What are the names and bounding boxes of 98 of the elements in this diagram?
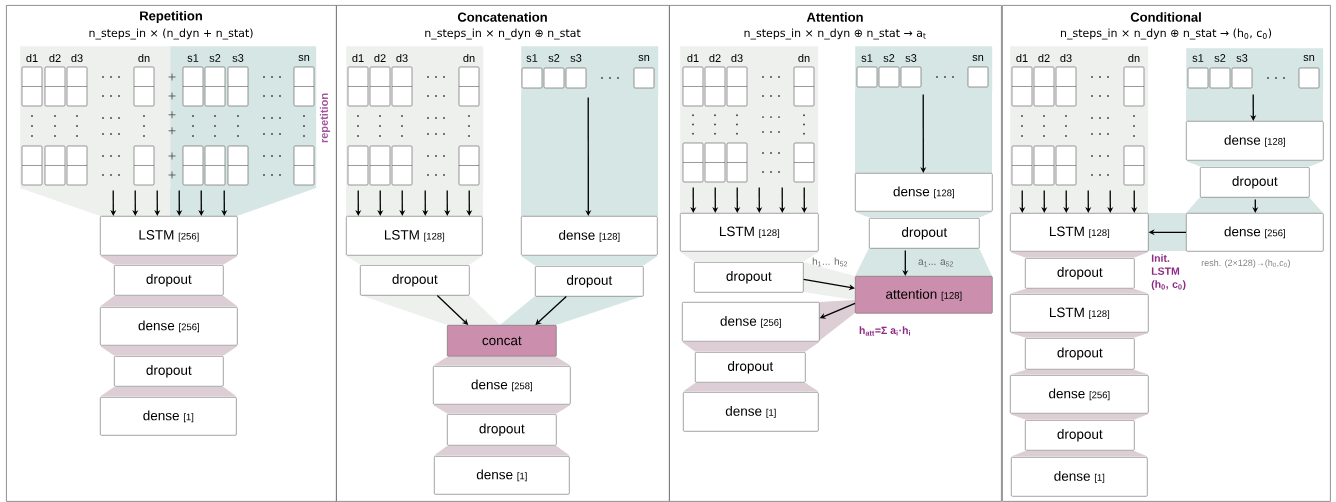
connector-band	[433, 357, 571, 366]
layer-box: LSTM [128]	[1010, 294, 1149, 333]
side-label: repetition	[319, 93, 331, 143]
column-label: s2	[1214, 54, 1226, 62]
note-label: resh. (2×128)→(h$_{0}$,c$_{0}$)	[1201, 259, 1290, 268]
connector-band	[1010, 370, 1149, 375]
panel-title: Conditional	[1130, 12, 1201, 22]
column-label: sn	[638, 55, 650, 61]
column-label: d3	[396, 53, 408, 63]
layer-box: dense [258]	[433, 366, 571, 405]
layer-box: dropout	[1025, 258, 1135, 289]
column-label: d1	[687, 53, 699, 63]
panel-subtitle: n_steps_in × n_dyn ⊕ n_stat → a$_{t}$	[744, 28, 926, 40]
column-label: d3	[731, 53, 743, 63]
connector-band	[1186, 161, 1324, 167]
column-label: d2	[1038, 53, 1050, 63]
column-label: s1	[526, 54, 538, 62]
layer-box: dropout	[447, 414, 557, 446]
layer-box: dense [128]	[521, 216, 658, 256]
layer-box: dense [1]	[100, 397, 237, 436]
connector-band	[100, 346, 238, 356]
connector-band	[346, 256, 483, 265]
column-label: s1	[187, 54, 199, 62]
connector-band	[100, 296, 238, 307]
column-label: s1	[861, 54, 873, 62]
layer-box: dense [1]	[683, 392, 819, 432]
layer-box: dense [256]	[1010, 375, 1149, 414]
column-label: d1	[26, 53, 38, 63]
column-label: d3	[71, 53, 83, 63]
panel-subtitle: n_steps_in × n_dyn ⊕ n_stat → (h$_{0}$, c$_{0}$)	[1061, 28, 1272, 40]
connector-band	[433, 405, 571, 414]
layer-box: dropout	[360, 265, 470, 296]
edge-label: a$_{1}$... a$_{52}$	[918, 259, 954, 267]
connector-band	[1010, 252, 1149, 258]
panel-title: Concatenation	[457, 12, 547, 22]
connector-band	[1010, 414, 1149, 420]
column-label: s3	[1236, 54, 1248, 62]
column-label: s2	[883, 54, 895, 62]
layer-box: dense [128]	[855, 173, 993, 212]
layer-box: attention [128]	[855, 276, 993, 314]
connector-band	[1011, 451, 1148, 457]
column-label: s3	[232, 54, 244, 62]
layer-box: dense [1]	[1011, 457, 1148, 497]
column-label: s2	[548, 54, 560, 62]
layer-box: dropout	[694, 262, 804, 293]
column-label: d2	[709, 53, 721, 63]
connector-band	[680, 252, 819, 262]
arrow	[535, 295, 567, 325]
column-label: s2	[209, 54, 221, 62]
connector-band	[1010, 333, 1149, 338]
column-label: d2	[374, 53, 386, 63]
panel-title: Attention	[806, 12, 863, 22]
column-label: d2	[49, 53, 61, 63]
column-label: sn	[1303, 55, 1315, 61]
layer-box: dropout	[1200, 167, 1310, 198]
connector-band	[682, 342, 820, 352]
column-label: sn	[298, 55, 310, 61]
layer-box: dense [256]	[100, 307, 238, 346]
connector-band	[521, 256, 658, 266]
layer-box: dropout	[1025, 420, 1135, 451]
column-label: dn	[1128, 53, 1140, 63]
column-label: s1	[1192, 54, 1204, 62]
column-label: sn	[972, 55, 984, 61]
column-label: s3	[905, 54, 917, 62]
panel-subtitle: n_steps_in × (n_dyn + n_stat)	[89, 28, 253, 40]
layer-box: dropout	[1025, 338, 1135, 370]
panel-title: Repetition	[140, 10, 202, 24]
column-label: s3	[570, 54, 582, 62]
layer-box: dense [1]	[434, 456, 570, 495]
layer-box: dropout	[535, 266, 644, 297]
edge-label: Init. LSTM (h$_{0}$, c$_{0}$)	[1151, 254, 1186, 290]
layer-box: dropout	[114, 356, 224, 387]
edge-label: h$_{1}$... h$_{52}$	[812, 257, 848, 267]
layer-box: dense [128]	[1186, 121, 1324, 161]
layer-box: LSTM [128]	[346, 216, 483, 256]
connector-band	[100, 256, 238, 265]
connector-band	[100, 387, 237, 397]
connector-band	[683, 383, 819, 392]
column-label: d3	[1060, 53, 1072, 63]
layer-box: dropout	[695, 352, 806, 383]
layer-box: dense [256]	[682, 302, 820, 342]
layer-box: dropout	[114, 265, 224, 296]
column-label: dn	[463, 53, 475, 63]
layer-box: dense [256]	[1186, 213, 1324, 252]
layer-box: concat	[447, 325, 557, 357]
column-label: d1	[1016, 53, 1028, 63]
connector-band	[434, 446, 570, 456]
layer-box: LSTM [128]	[1010, 213, 1149, 252]
panel-subtitle: n_steps_in × n_dyn ⊕ n_stat	[425, 28, 581, 40]
column-label: dn	[798, 53, 810, 63]
layer-box: LSTM [128]	[680, 213, 819, 252]
layer-box: dropout	[869, 218, 980, 249]
column-label: d1	[352, 53, 364, 63]
edge-label: h$_{att}$=Σ a$_{i}$·h$_{i}$	[859, 326, 910, 336]
column-label: dn	[138, 53, 150, 63]
connector-band	[855, 212, 993, 218]
layer-box: LSTM [256]	[100, 216, 238, 256]
connector-band	[1010, 289, 1149, 294]
